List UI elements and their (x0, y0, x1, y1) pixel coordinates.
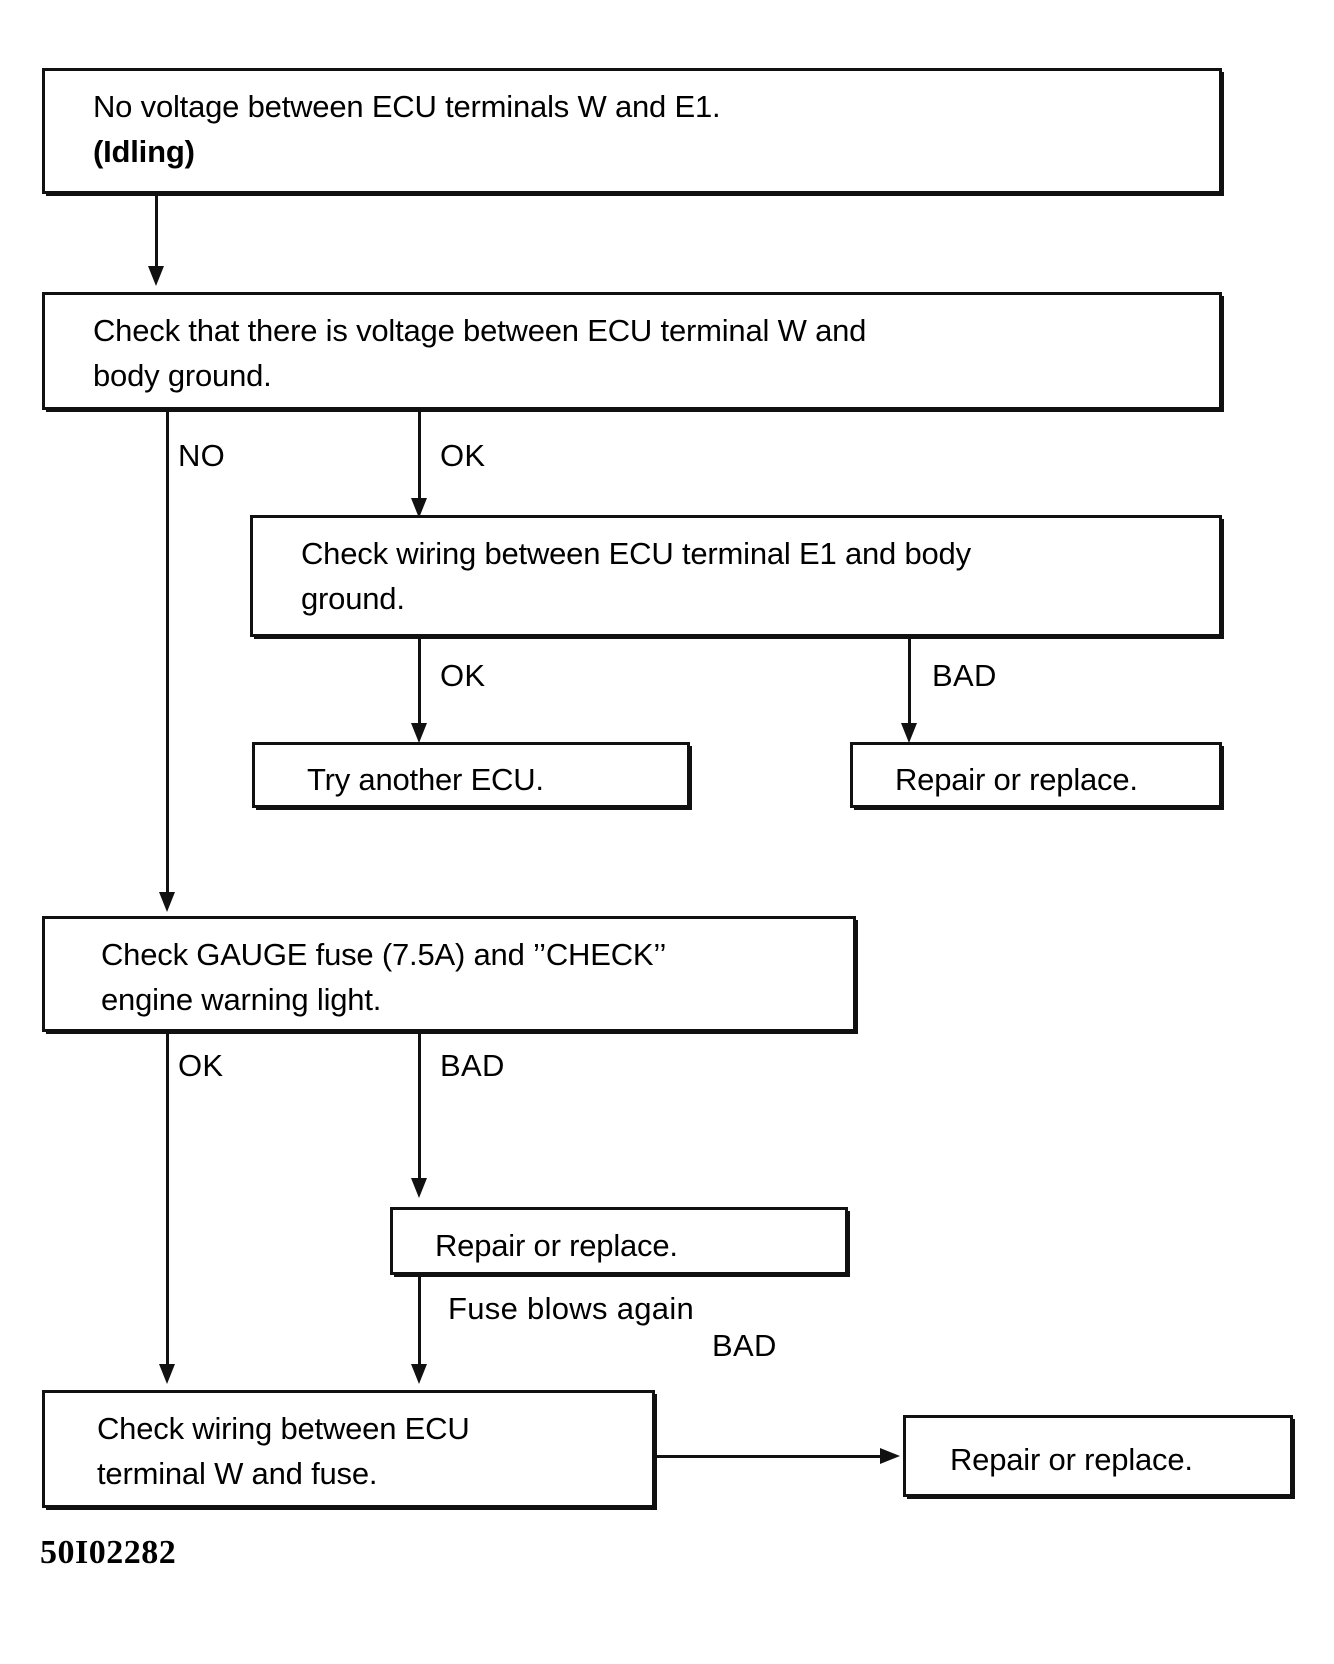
node-start-line1: No voltage between ECU terminals W and E… (93, 89, 721, 124)
node-check-wiring-e1-line1: Check wiring between ECU terminal E1 and… (301, 536, 971, 571)
edge-label-e1-bad: BAD (932, 658, 997, 693)
node-repair-or-replace-e1-text: Repair or replace. (895, 762, 1138, 797)
node-start-text: No voltage between ECU terminals W and E… (45, 71, 1219, 175)
node-check-wiring-e1-body-ground: Check wiring between ECU terminal E1 and… (250, 515, 1222, 637)
edge-label-fuse-bad: BAD (440, 1048, 505, 1083)
edge-label-e1-ok: OK (440, 658, 486, 693)
edge-start-to-voltage-arrow (148, 266, 164, 286)
edge-wiring-bad-arrow (880, 1448, 900, 1464)
node-check-gauge-fuse-line2: engine warning light. (101, 981, 382, 1017)
node-check-wiring-w-fuse-text: Check wiring between ECU terminal W and f… (45, 1393, 652, 1497)
node-check-gauge-fuse-text: Check GAUGE fuse (7.5A) and ’’CHECK’’ eng… (45, 919, 853, 1023)
node-repair-or-replace-wiring-text: Repair or replace. (950, 1442, 1193, 1477)
node-repair-or-replace-wiring: Repair or replace. (903, 1415, 1293, 1497)
edge-voltage-no-line (166, 410, 169, 900)
node-check-wiring-e1-text: Check wiring between ECU terminal E1 and… (253, 518, 1219, 622)
edge-label-wiring-bad: BAD (712, 1328, 777, 1363)
node-check-wiring-w-fuse-line2: terminal W and fuse. (97, 1455, 378, 1491)
edge-fuse-blows-again-line (418, 1275, 421, 1370)
plate-code: 50I02282 (40, 1534, 177, 1571)
node-repair-or-replace-fuse-text: Repair or replace. (435, 1228, 678, 1263)
edge-e1-bad-line (908, 637, 911, 735)
edge-start-to-voltage-line (155, 194, 158, 274)
edge-fuse-bad-arrow (411, 1178, 427, 1198)
node-check-gauge-fuse: Check GAUGE fuse (7.5A) and ’’CHECK’’ eng… (42, 916, 856, 1032)
node-repair-or-replace-fuse: Repair or replace. (390, 1207, 848, 1275)
node-repair-or-replace-e1: Repair or replace. (850, 742, 1222, 808)
node-try-another-ecu-text: Try another ECU. (307, 762, 544, 797)
edge-e1-bad-arrow (901, 723, 917, 743)
edge-voltage-no-arrow (159, 892, 175, 912)
node-check-voltage-line2: body ground. (93, 357, 272, 393)
edge-label-voltage-ok: OK (440, 438, 486, 473)
edge-label-voltage-no: NO (178, 438, 226, 473)
node-check-wiring-e1-line2: ground. (301, 580, 405, 616)
edge-wiring-bad-line (655, 1455, 883, 1458)
node-check-gauge-fuse-line1: Check GAUGE fuse (7.5A) and ’’CHECK’’ (101, 937, 667, 972)
node-start-line2: (Idling) (93, 133, 195, 169)
edge-voltage-ok-line (418, 410, 421, 510)
edge-voltage-ok-arrow (411, 498, 427, 518)
edge-label-fuse-blows-again: Fuse blows again (448, 1291, 695, 1326)
node-check-wiring-w-fuse-line1: Check wiring between ECU (97, 1411, 470, 1446)
node-check-wiring-w-fuse: Check wiring between ECU terminal W and f… (42, 1390, 655, 1508)
node-try-another-ecu: Try another ECU. (252, 742, 690, 808)
node-check-voltage-text: Check that there is voltage between ECU … (45, 295, 1219, 399)
edge-fuse-ok-arrow (159, 1364, 175, 1384)
edge-label-fuse-ok: OK (178, 1048, 224, 1083)
node-check-voltage-line1: Check that there is voltage between ECU … (93, 313, 867, 348)
edge-fuse-blows-again-arrow (411, 1364, 427, 1384)
node-check-voltage-w-body-ground: Check that there is voltage between ECU … (42, 292, 1222, 410)
edge-fuse-ok-line (166, 1032, 169, 1370)
edge-fuse-bad-line (418, 1032, 421, 1190)
edge-e1-ok-line (418, 637, 421, 735)
edge-e1-ok-arrow (411, 723, 427, 743)
node-start: No voltage between ECU terminals W and E… (42, 68, 1222, 194)
